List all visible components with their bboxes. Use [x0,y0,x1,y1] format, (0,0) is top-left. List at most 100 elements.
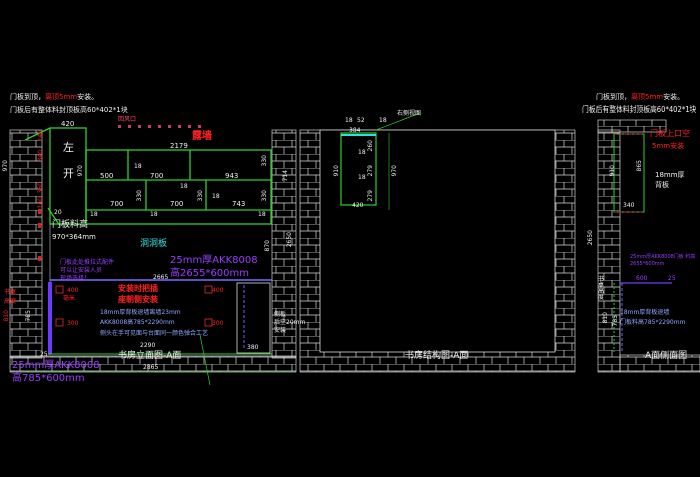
dim-600: 600 [636,275,648,282]
side-view-label: 右侧视图 [397,110,422,117]
dim-18: 18 [358,174,366,181]
dim-2665: 2665 [153,274,169,281]
vent-label: 回风口 [118,116,137,123]
dim-714: 714 [282,170,289,182]
dim-140: 140 [37,197,44,209]
side-note-2: 后空20mm [274,319,306,326]
dim-340: 340 [37,150,44,162]
back-board-note: 背板 [655,181,669,189]
desk-note-2: AKK8008高785*2290mm [100,319,175,326]
dim-910: 910 [333,165,340,177]
dim-350: 350 [37,182,44,194]
panel-spec: 25mm厚AKK8008 [170,255,258,266]
dim-970: 970 [2,160,9,172]
dim-18: 18 [258,211,266,218]
dim-700: 700 [170,200,184,208]
desk-label: 书桌 [4,289,17,296]
desk-note-3: 侧头在手可见面与台面同一颜色弹合工艺 [100,330,209,337]
side-note-1: 侧板 [274,311,287,318]
desk-note: 18mm厚背板退墙 [620,309,670,316]
dim-330: 330 [261,190,268,202]
pegboard-label: 洞洞板 [140,239,168,249]
door-note-2: 可以让安装人员 [60,267,103,274]
dim-420: 420 [352,202,364,209]
note-text: 门板到顶， [10,93,45,101]
dim-25: 25 [40,351,48,358]
dim-810: 810 [602,312,609,324]
dim-970: 970 [77,165,84,177]
dim-970: 970 [391,165,398,177]
dim-943: 943 [225,172,239,180]
dim-785: 785 [612,315,619,327]
panel-size: 高2655*600mm [170,268,250,279]
dim-300: 300 [212,320,224,327]
dim-140: 140 [37,130,44,142]
dim-2650: 2650 [587,230,594,246]
cabinet-outline [24,127,272,227]
mm-label: 毫米 [63,295,76,302]
note-top-board: 门板后有整体料封顶板高60*402*1块 [10,106,128,114]
dim-810: 810 [3,310,10,322]
dim-330: 330 [261,155,268,167]
dim-380: 380 [247,344,259,351]
dim-260: 260 [367,140,374,152]
door-height-label: 门板料高 [52,220,89,230]
dim-340: 340 [623,202,635,209]
dim-300: 300 [67,320,79,327]
dim-18: 18 [345,117,353,124]
door-size: 970*364mm [52,233,96,241]
gap-note: 门板上口空 [650,129,690,138]
dim-420: 420 [61,120,75,128]
dim-743: 743 [232,200,246,208]
dim-384: 384 [349,127,361,134]
door-note-3: 现场选择！ [60,275,91,282]
gap-note: 5mm安装 [652,142,685,150]
note-highlight: 离顶5mm [45,93,78,101]
dim-500: 500 [100,172,114,180]
dim-18: 18 [358,149,366,156]
dim-279: 279 [367,190,374,202]
note-top-board: 门板后有整体料封顶板高60*402*1块 [582,105,697,114]
note-text: 安装。 [663,93,685,101]
dim-785: 785 [25,310,32,322]
dim-18: 18 [212,193,220,200]
dim-2290: 2290 [140,342,156,349]
handle-note-2: 座朝侧安装 [118,295,158,304]
dim-18: 18 [134,163,142,170]
dim-400: 400 [67,287,79,294]
bottom-spec: 25mm厚AKK8008 [12,360,100,371]
dim-25: 25 [668,275,676,282]
handle-note-1: 安装时把插 [118,284,158,293]
dim-279: 279 [367,165,374,177]
desk-note-1: 18mm厚背板退墙离墙23mm [100,309,181,316]
door-open-label: 开 [63,167,74,180]
dim-330: 330 [197,190,204,202]
desk-height-label: 书桌高度 [598,276,605,301]
beam-label: 露墙 [192,131,212,142]
dim-2865: 2865 [143,364,159,371]
note-door-top: 门板到顶，离顶5mm安装。 [596,94,684,101]
dim-700: 700 [110,200,124,208]
door-note-1: 门板此处推拉式配件 [60,259,115,266]
door-left-label: 左 [63,141,74,154]
note-text: 门板到顶， [596,93,631,101]
side-view-cabinet [340,132,377,206]
dim-18: 18 [379,117,387,124]
panel-spec: 2655*600mm [630,261,665,267]
dim-2179: 2179 [170,142,188,150]
brick-wall-left [9,129,43,359]
bottom-size: 高785*600mm [12,373,85,384]
dim-2650: 2650 [286,232,293,248]
back-board-note: 18mm厚 [655,171,685,179]
dim-18: 18 [150,211,158,218]
elevation-title: 书房立面图-A面 [118,351,182,361]
desk-label: 高度 [4,298,17,305]
note-door-top: 门板到顶，离顶5mm安装。 [10,94,98,101]
dim-870: 870 [264,240,271,252]
desk-note: 门板料高785*2290mm [620,319,686,326]
dim-700: 700 [150,172,164,180]
side-section-title: A面侧面图 [645,351,688,361]
side-note-3: 安装 [274,327,287,334]
